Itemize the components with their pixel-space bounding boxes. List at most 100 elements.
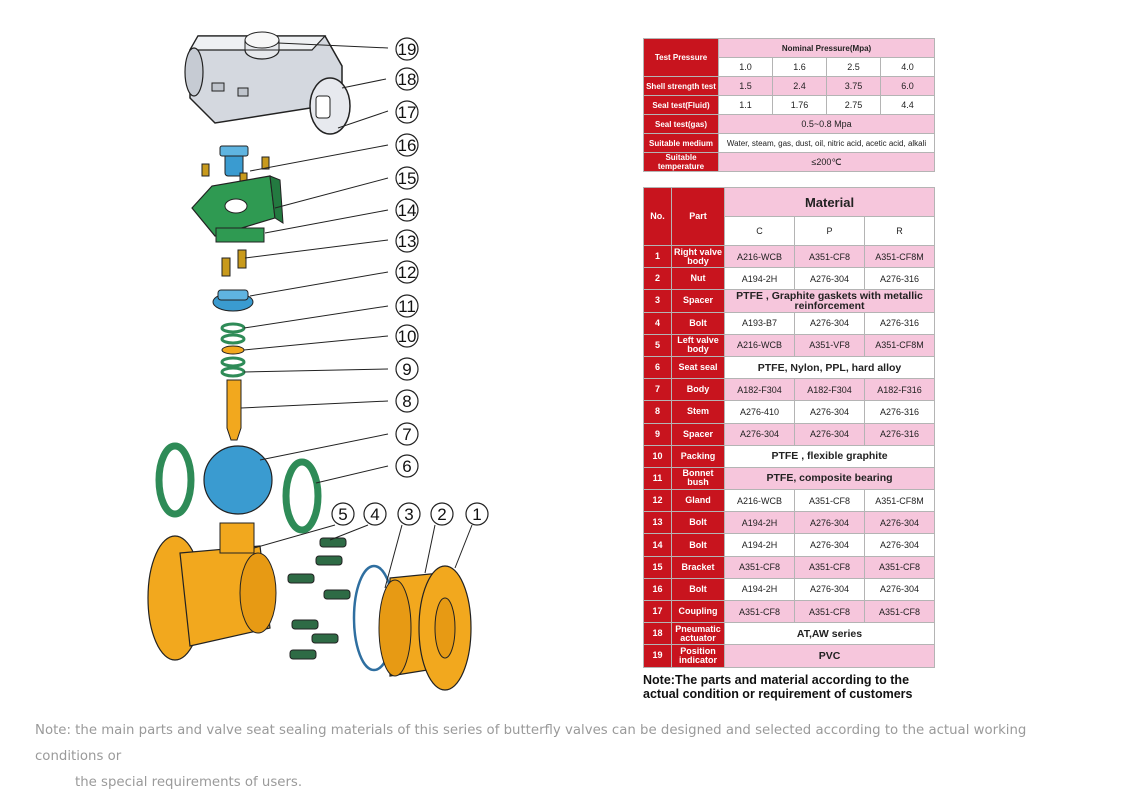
- callout-4: 4: [370, 505, 379, 524]
- bolts-13: [221, 249, 247, 277]
- material-c: A194-2H: [724, 533, 795, 557]
- no-header: No.: [643, 187, 672, 246]
- part-name: Bolt: [671, 577, 725, 602]
- material-c: A194-2H: [724, 511, 795, 535]
- part-number: 7: [643, 378, 672, 402]
- nominal-pressure-header: Nominal Pressure(Mpa): [717, 38, 936, 58]
- temperature-value: ≤200℃: [717, 152, 936, 172]
- part-name: Right valve body: [671, 244, 725, 269]
- shell-value: 2.4: [772, 76, 827, 96]
- material-r: A351-CF8M: [863, 244, 936, 269]
- callout-6: 6: [402, 457, 411, 476]
- material-p: A276-304: [794, 400, 865, 424]
- part-number: 14: [643, 533, 672, 557]
- right-valve-body: [378, 565, 472, 691]
- material-p: A276-304: [794, 533, 865, 557]
- part-name: Pneumatic actuator: [671, 622, 725, 646]
- shell-value: 1.5: [718, 76, 773, 96]
- material-r: A351-CF8M: [863, 333, 936, 357]
- medium-label: Suitable medium: [643, 133, 719, 153]
- material-r: A276-304: [863, 533, 936, 557]
- part-number: 8: [643, 400, 672, 424]
- callout-16: 16: [398, 136, 417, 155]
- coupling: [219, 145, 249, 177]
- material-p: A351-CF8: [794, 489, 865, 513]
- material-p: A351-CF8: [794, 244, 865, 269]
- callout-5: 5: [338, 505, 347, 524]
- part-name: Bolt: [671, 511, 725, 535]
- callout-17: 17: [398, 103, 417, 122]
- material-r: A276-316: [863, 400, 936, 424]
- material-r: A276-316: [863, 311, 936, 335]
- callout-13: 13: [398, 232, 417, 251]
- material-c: A194-2H: [724, 267, 795, 291]
- material-p: A351-CF8: [794, 599, 865, 624]
- part-name: Seat seal: [671, 355, 725, 380]
- material-r: A276-316: [863, 267, 936, 291]
- part-number: 5: [643, 333, 672, 357]
- callout-2: 2: [437, 505, 446, 524]
- material-r: A276-304: [863, 511, 936, 535]
- material-c: A276-304: [724, 422, 795, 446]
- seal-fluid-value: 1.1: [718, 95, 773, 115]
- part-header: Part: [671, 187, 725, 246]
- bracket: [191, 175, 284, 243]
- part-name: Bracket: [671, 555, 725, 579]
- bottom-note-line-2: the special requirements of users.: [75, 775, 303, 790]
- part-number: 13: [643, 511, 672, 535]
- material-c: A182-F304: [724, 378, 795, 402]
- part-number: 10: [643, 444, 672, 468]
- material-c: A193-B7: [724, 311, 795, 335]
- part-name: Position indicator: [671, 644, 725, 668]
- part-number: 16: [643, 577, 672, 602]
- callout-10: 10: [398, 327, 417, 346]
- nominal-value: 4.0: [879, 57, 936, 77]
- material-c: A351-CF8: [724, 555, 795, 579]
- shell-value: 3.75: [826, 76, 881, 96]
- callout-19: 19: [398, 40, 417, 59]
- part-number: 2: [643, 267, 672, 291]
- part-number: 4: [643, 311, 672, 335]
- material-c: A351-CF8: [724, 599, 795, 624]
- merged-material: PTFE, Nylon, PPL, hard alloy: [723, 355, 936, 380]
- part-name: Bolt: [671, 311, 725, 335]
- exploded-valve-diagram: 19 18 17 16 15 14 13 12 11 10 9 8 7 6 5 …: [147, 31, 489, 691]
- callout-7: 7: [402, 425, 411, 444]
- gland: [212, 289, 254, 312]
- part-number: 1: [643, 244, 672, 269]
- material-p: A182-F304: [794, 378, 865, 402]
- grade-r: R: [863, 216, 936, 246]
- grade-p: P: [794, 216, 865, 246]
- callout-9: 9: [402, 360, 411, 379]
- seal-gas-label: Seal test(gas): [643, 114, 719, 134]
- shell-value: 6.0: [879, 76, 936, 96]
- leader-lines: [240, 42, 473, 589]
- material-p: A276-304: [794, 422, 865, 446]
- merged-material: PTFE , flexible graphite: [723, 444, 936, 468]
- part-number: 12: [643, 489, 672, 513]
- studs: [287, 537, 351, 660]
- material-c: A216-WCB: [724, 489, 795, 513]
- callout-18: 18: [398, 70, 417, 89]
- part-name: Bonnet bush: [671, 466, 725, 491]
- nominal-value: 2.5: [826, 57, 881, 77]
- material-p: A276-304: [794, 511, 865, 535]
- part-name: Spacer: [671, 289, 725, 313]
- packing-rings: [220, 322, 246, 378]
- nominal-value: 1.0: [718, 57, 773, 77]
- merged-material: PTFE , Graphite gaskets with metallic re…: [723, 289, 936, 313]
- bottom-note: Note: the main parts and valve seat seal…: [35, 718, 1095, 796]
- seal-gas-value: 0.5~0.8 Mpa: [717, 114, 936, 134]
- pressure-test-table: Test Pressure Nominal Pressure(Mpa) 1.0 …: [643, 38, 936, 172]
- material-p: A351-VF8: [794, 333, 865, 357]
- material-r: A351-CF8: [863, 555, 936, 579]
